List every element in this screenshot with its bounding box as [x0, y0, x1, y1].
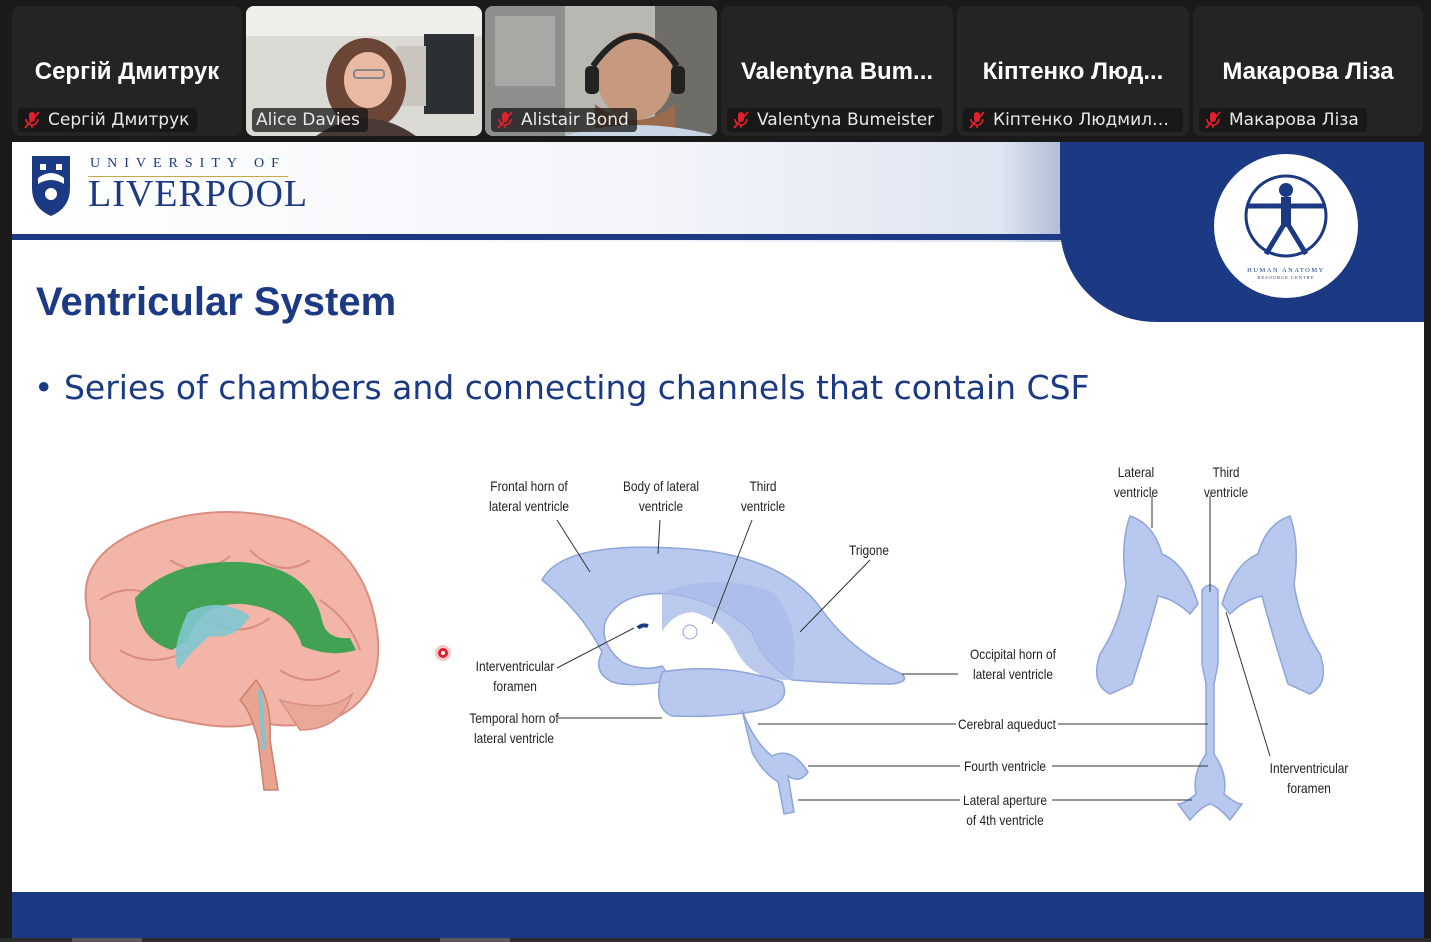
participant-tile-1[interactable]: Сергій Дмитрук Сергій Дмитрук	[12, 6, 242, 136]
label-lateral-aperture: Lateral aperture of 4th ventricle	[962, 792, 1048, 828]
participant-name: Макарова Ліза	[1222, 58, 1394, 85]
participant-name: Valentyna Bum...	[740, 58, 934, 85]
participant-tag-label: Сергій Дмитрук	[48, 110, 190, 130]
participant-name: Сергій Дмитрук	[34, 58, 220, 85]
slide-title: Ventricular System	[36, 280, 397, 324]
participant-tag: Alistair Bond	[491, 108, 637, 132]
participant-tag: Valentyna Bumeister	[727, 108, 943, 132]
label-lateral-ventricle: Lateral ventricle	[1113, 464, 1159, 500]
laser-pointer	[438, 648, 448, 658]
label-body-lateral: Body of lateral ventricle	[622, 478, 700, 514]
university-of-text: UNIVERSITY OF	[90, 156, 286, 171]
participant-tile-5[interactable]: Кіптенко Люд... Кіптенко Людмила Ів...	[957, 6, 1189, 136]
logo-subtext: RESOURCE CENTRE	[1257, 275, 1314, 280]
label-interventricular-foramen-anterior: Interventricular foramen	[1269, 760, 1349, 796]
label-frontal-horn: Frontal horn of lateral ventricle	[488, 478, 570, 514]
scrollbar-thumb-1[interactable]	[72, 938, 142, 942]
participant-tile-3[interactable]: Alistair Bond	[485, 6, 717, 136]
label-third-ventricle-anterior: Third ventricle	[1203, 464, 1249, 500]
label-leader-lines	[556, 496, 1271, 801]
liverpool-text: LIVERPOOL	[88, 173, 309, 215]
participant-tag-label: Valentyna Bumeister	[757, 110, 935, 130]
label-cerebral-aqueduct: Cerebral aqueduct	[958, 716, 1056, 732]
label-temporal-horn: Temporal horn of lateral ventricle	[469, 710, 559, 746]
mic-muted-icon	[733, 111, 749, 129]
brain-illustration	[84, 511, 380, 791]
participant-tag: Кіптенко Людмила Ів...	[963, 108, 1183, 132]
shared-slide: UNIVERSITY OF LIVERPOOL HUMAN ANATOMY RE…	[12, 142, 1424, 938]
slide-header-rule	[12, 234, 1424, 240]
participant-tile-6[interactable]: Макарова Ліза Макарова Ліза	[1193, 6, 1423, 136]
mic-muted-icon	[1205, 111, 1221, 129]
label-occipital-horn: Occipital horn of lateral ventricle	[969, 646, 1056, 682]
vitruvian-man-icon: HUMAN ANATOMY RESOURCE CENTRE	[1244, 174, 1328, 280]
participant-strip: Сергій Дмитрук Сергій Дмитрук Alice Davi…	[0, 0, 1431, 140]
anatomy-centre-logo: HUMAN ANATOMY RESOURCE CENTRE	[1214, 154, 1358, 298]
slide-bullet: • Series of chambers and connecting chan…	[34, 368, 1090, 407]
participant-tile-4[interactable]: Valentyna Bum... Valentyna Bumeister	[721, 6, 953, 136]
participant-tag: Макарова Ліза	[1199, 108, 1367, 132]
participant-tag: Сергій Дмитрук	[18, 108, 198, 132]
participant-name: Кіптенко Люд...	[982, 58, 1164, 85]
participant-tag-label: Макарова Ліза	[1229, 110, 1359, 130]
participant-tag-label: Alistair Bond	[521, 110, 629, 130]
mic-muted-icon	[24, 111, 40, 129]
participant-tile-2[interactable]: Alice Davies	[246, 6, 482, 136]
ventricle-anterior-view	[1095, 515, 1325, 822]
label-interventricular-foramen: Interventricular foramen	[475, 658, 555, 694]
participant-tag-label: Кіптенко Людмила Ів...	[993, 110, 1175, 130]
logo-text: HUMAN ANATOMY	[1247, 267, 1325, 274]
crest-icon	[32, 156, 70, 216]
mic-muted-icon	[497, 111, 513, 129]
participant-tag: Alice Davies	[252, 108, 368, 132]
label-third-ventricle: Third ventricle	[740, 478, 786, 514]
slide-footer-band	[12, 892, 1424, 938]
logo-rule	[88, 176, 288, 177]
scrollbar-thumb-2[interactable]	[440, 938, 510, 942]
horizontal-scrollbar[interactable]	[0, 938, 1431, 942]
label-trigone: Trigone	[849, 542, 889, 558]
label-fourth-ventricle: Fourth ventricle	[963, 758, 1046, 774]
mic-muted-icon	[969, 111, 985, 129]
participant-tag-label: Alice Davies	[256, 110, 360, 130]
ventricle-lateral-view	[541, 546, 906, 815]
